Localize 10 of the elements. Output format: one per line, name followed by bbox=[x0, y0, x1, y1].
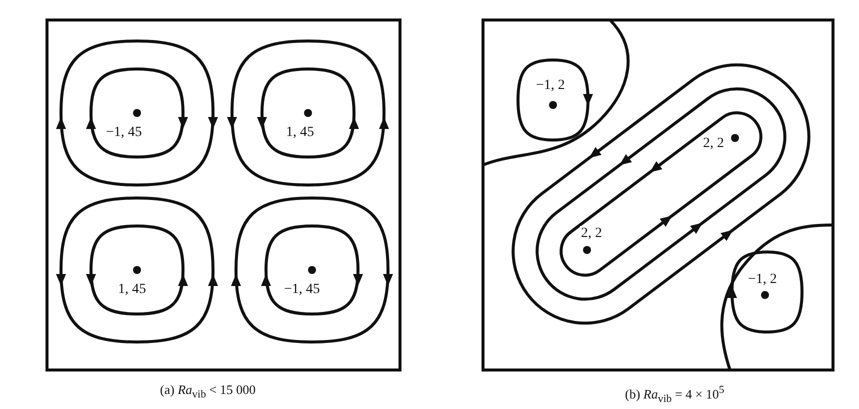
value-label: −1, 2 bbox=[747, 272, 778, 287]
value-label: 1, 45 bbox=[117, 282, 147, 297]
value-label: −1, 2 bbox=[535, 78, 566, 93]
value-label: −1, 45 bbox=[105, 125, 143, 140]
value-label: 2, 2 bbox=[702, 136, 725, 151]
value-label: −1, 45 bbox=[283, 282, 321, 297]
value-label: 1, 45 bbox=[285, 125, 315, 140]
panel-caption: (b) Ra$_{vib}$ = 4 × 10$^{5}$ bbox=[625, 383, 724, 407]
panel-caption: (a) Ra$_{vib}$ < 15 000 bbox=[160, 382, 256, 403]
value-label: 2, 2 bbox=[580, 226, 603, 241]
